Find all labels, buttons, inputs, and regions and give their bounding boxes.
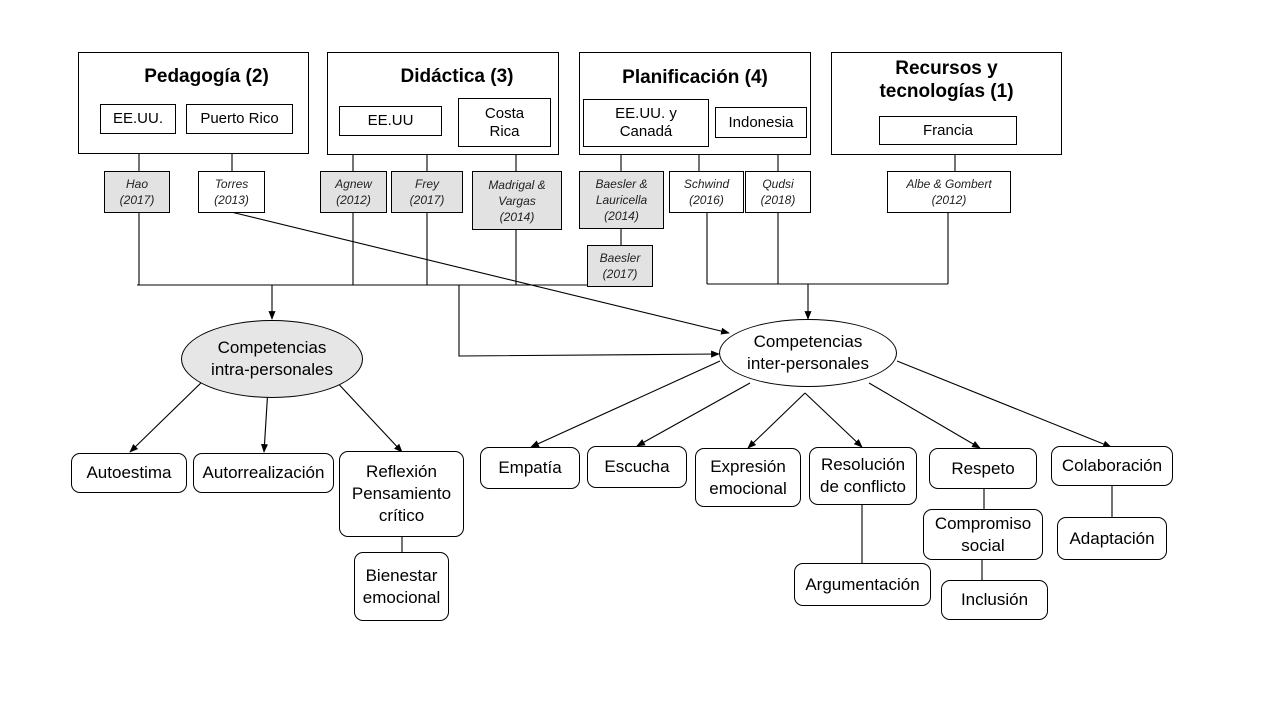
citation-year: (2018): [760, 193, 796, 207]
arrow-inter-respeto: [868, 382, 981, 449]
country-puerto-rico: Puerto Rico: [186, 104, 293, 134]
citation-year: (2017): [602, 267, 638, 281]
citation-frey: Frey (2017): [391, 171, 463, 213]
node-autoestima: Autoestima: [71, 453, 187, 493]
node-label-line1: Bienestar: [365, 565, 438, 585]
citation-author: Torres: [214, 177, 249, 191]
citation-albe-gombert: Albe & Gombert (2012): [887, 171, 1011, 213]
node-intra-personales: Competencias intra-personales: [181, 320, 363, 398]
citation-author: Hao: [125, 177, 148, 191]
node-inter-personales: Competencias inter-personales: [719, 319, 897, 387]
arrow-bus-to-inter: [458, 285, 720, 358]
node-label-line3: crítico: [378, 506, 425, 525]
citation-year: (2013): [214, 193, 249, 207]
country-costa-rica: Costa Rica: [458, 98, 551, 147]
category-title: Didáctica (3): [400, 66, 514, 87]
citation-author: Albe & Gombert: [906, 177, 992, 191]
citation-author: Baesler & Lauricella: [595, 177, 648, 207]
arrow-torres-to-inter: [230, 211, 730, 335]
category-title-line1: Recursos y: [895, 58, 998, 79]
country-francia: Francia: [879, 116, 1017, 145]
citation-author: Schwind: [683, 177, 730, 191]
node-label-line2: inter-personales: [747, 354, 869, 373]
citation-author: Qudsi: [762, 177, 794, 191]
country-label: EE.UU. y Canadá: [615, 105, 677, 140]
category-title: Planificación (4): [622, 67, 768, 88]
node-respeto: Respeto: [929, 448, 1037, 489]
citation-agnew: Agnew (2012): [320, 171, 387, 213]
citation-madrigal-vargas: Madrigal & Vargas(2014): [472, 171, 562, 230]
citation-baesler-lauricella: Baesler & Lauricella (2014): [579, 171, 664, 229]
node-label-line1: Resolución: [820, 455, 906, 474]
category-title: Pedagogía (2): [144, 66, 269, 87]
citation-year: (2014): [499, 209, 535, 224]
country-eeuu: EE.UU.: [100, 104, 176, 134]
node-label-line1: Reflexión: [366, 462, 437, 481]
citation-torres: Torres (2013): [198, 171, 265, 213]
citation-author: Madrigal & Vargas: [488, 177, 546, 208]
citation-hao: Hao (2017): [104, 171, 170, 213]
arrow-inter-escucha: [636, 382, 751, 447]
citation-year: (2017): [409, 193, 445, 207]
arrow-inter-resolucion: [804, 392, 863, 448]
citation-schwind: Schwind (2016): [669, 171, 744, 213]
node-label-line1: Competencias: [753, 332, 863, 351]
node-label-line1: Competencias: [217, 338, 327, 357]
country-eeuu: EE.UU: [339, 106, 442, 136]
node-escucha: Escucha: [587, 446, 687, 488]
node-label-line1: Expresión: [710, 456, 786, 476]
citation-author: Baesler: [599, 251, 641, 265]
node-label-line2: Pensamiento: [351, 484, 452, 503]
arrow-inter-empatia: [530, 360, 721, 448]
node-colaboracion: Colaboración: [1051, 446, 1173, 486]
node-label-line2: emocional: [709, 478, 787, 498]
category-pedagogia: Pedagogía (2): [78, 52, 309, 154]
arrow-inter-expresion: [747, 392, 806, 449]
node-label-line2: intra-personales: [211, 360, 333, 379]
citation-year: (2012): [931, 193, 967, 207]
node-label-line1: Compromiso: [934, 513, 1032, 533]
node-inclusion: Inclusión: [941, 580, 1048, 620]
citation-qudsi: Qudsi (2018): [745, 171, 811, 213]
node-label-line2: social: [961, 535, 1005, 555]
citation-year: (2017): [119, 193, 155, 207]
citation-year: (2016): [689, 193, 724, 207]
citation-year: (2012): [336, 193, 371, 207]
category-title-line2: tecnologías (1): [879, 81, 1014, 102]
node-adaptacion: Adaptación: [1057, 517, 1167, 560]
node-argumentacion: Argumentación: [794, 563, 931, 606]
node-resolucion-conflicto: Resolución de conflicto: [809, 447, 917, 505]
citation-author: Agnew: [335, 177, 372, 191]
country-indonesia: Indonesia: [715, 107, 807, 138]
country-eeuu-canada: EE.UU. y Canadá: [583, 99, 709, 147]
node-label-line2: de conflicto: [820, 477, 906, 496]
category-title: Recursos y tecnologías (1): [832, 57, 1061, 103]
citation-year: (2014): [604, 209, 639, 223]
arrow-inter-colaboracion: [896, 360, 1112, 448]
citation-author: Frey: [415, 177, 439, 191]
node-empatia: Empatía: [480, 447, 580, 489]
arrow-intra-reflexion: [332, 377, 403, 453]
node-autorrealizacion: Autorrealización: [193, 453, 334, 493]
node-label-line2: emocional: [362, 587, 441, 607]
citation-baesler-2017: Baesler (2017): [587, 245, 653, 287]
arrow-intra-autorrealizacion: [260, 387, 269, 453]
country-label: Costa Rica: [484, 104, 525, 140]
arrow-intra-autoestima: [129, 377, 207, 453]
